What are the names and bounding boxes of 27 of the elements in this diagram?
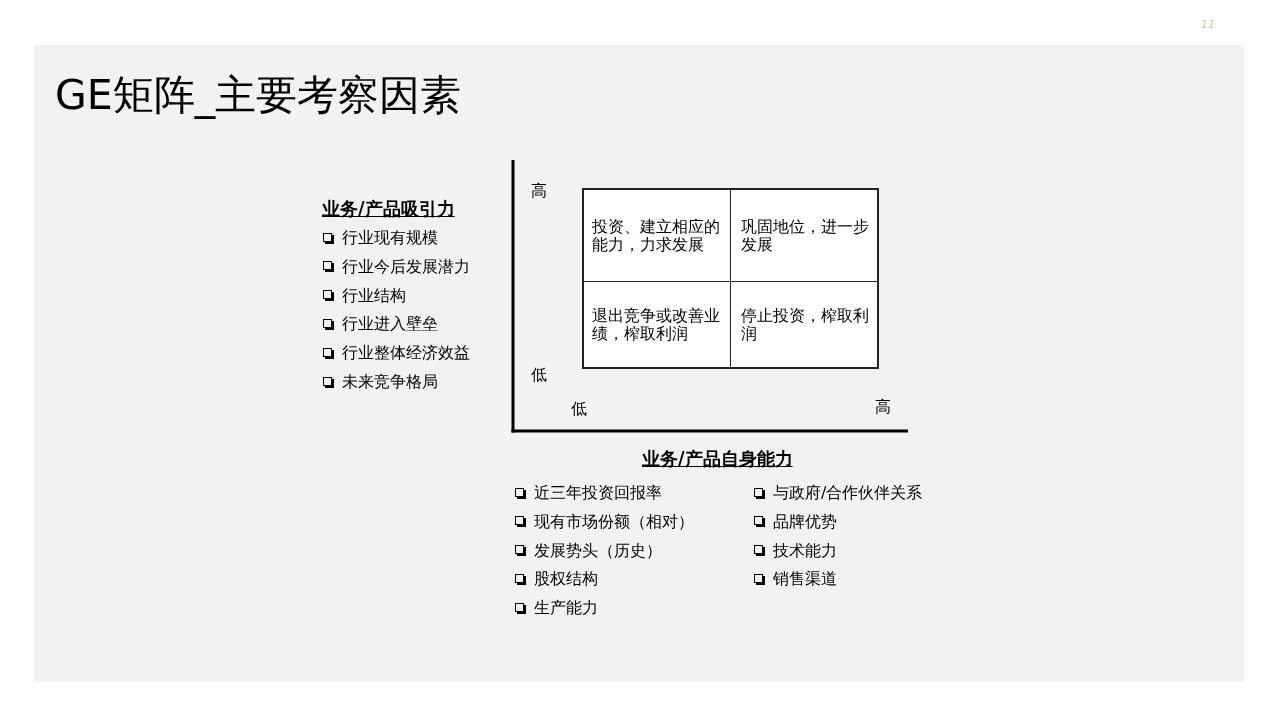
- list-item: 发展势头（历史）: [534, 540, 662, 561]
- list-item: 近三年投资回报率: [534, 483, 662, 503]
- slide-title: GE矩阵_主要考察因素: [55, 71, 462, 119]
- list-item: 行业今后发展潜力: [342, 256, 470, 277]
- list-item: 行业结构: [342, 285, 406, 306]
- list-item: 品牌优势: [773, 511, 837, 532]
- list-item: 行业整体经济效益: [342, 343, 470, 364]
- axis-label: 高: [531, 181, 547, 201]
- axis-title: 业务/产品自身能力: [642, 446, 793, 470]
- list-item: 与政府/合作伙伴关系: [773, 483, 923, 503]
- list-item: 未来竞争格局: [342, 372, 438, 392]
- page-number: 11: [1201, 18, 1215, 32]
- axis-label: 高: [875, 397, 891, 417]
- axis-title: 业务/产品吸引力: [322, 196, 455, 220]
- list-item: 现有市场份额（相对）: [534, 511, 694, 532]
- axis-label: 低: [531, 365, 547, 385]
- list-item: 技术能力: [773, 540, 837, 561]
- list-item: 生产能力: [534, 598, 598, 618]
- matrix-cell: 投资、建立相应的能力，力求发展: [582, 188, 731, 282]
- axis-label: 低: [571, 399, 587, 419]
- list-item: 行业现有规模: [342, 228, 438, 248]
- list-item: 销售渠道: [773, 569, 837, 590]
- matrix-cell: 退出竞争或改善业绩，榨取利润: [582, 282, 731, 369]
- matrix-cell: 巩固地位，进一步发展: [731, 188, 879, 282]
- list-item: 行业进入壁垒: [342, 314, 438, 335]
- matrix-cell: 停止投资，榨取利润: [731, 282, 879, 369]
- list-item: 股权结构: [534, 569, 598, 590]
